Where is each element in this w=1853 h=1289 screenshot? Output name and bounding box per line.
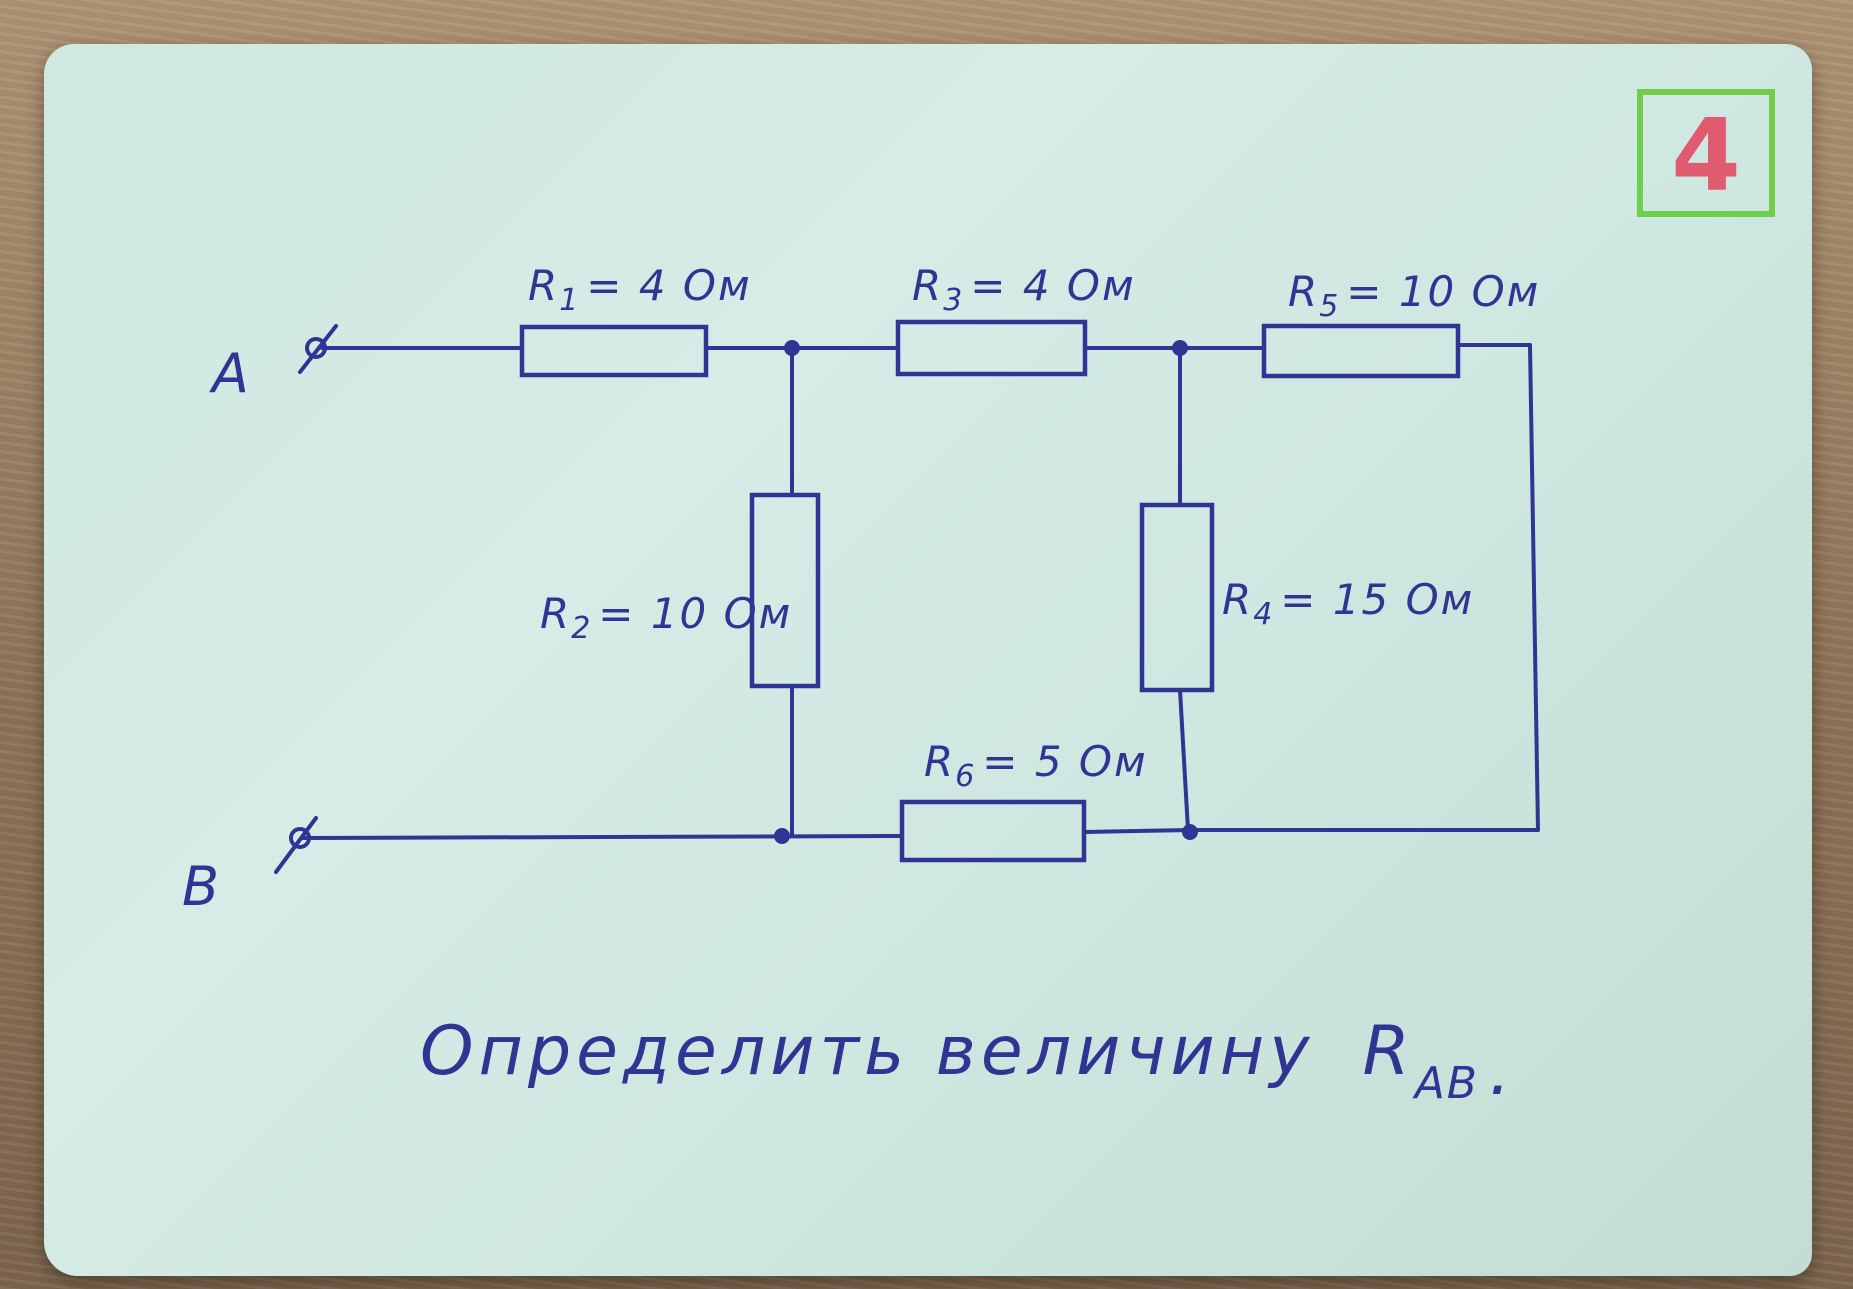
badge-frame xyxy=(1637,89,1775,217)
wire-r4-node4 xyxy=(1178,688,1190,832)
resistor-r6 xyxy=(899,799,1087,863)
terminal-a-label: A xyxy=(209,342,249,405)
resistor-r5 xyxy=(1261,323,1461,379)
junction-node xyxy=(774,828,790,844)
terminal-b-circle xyxy=(289,827,311,849)
terminal-a-circle xyxy=(305,337,327,359)
junctions xyxy=(774,340,1198,844)
wire-b-r6 xyxy=(300,834,904,840)
resistor-r4-label: R4= 15 Ом xyxy=(1222,575,1474,632)
junction-node xyxy=(1182,824,1198,840)
resistor-r1 xyxy=(519,324,709,378)
terminal-b-slash xyxy=(274,816,318,874)
resistor-r2 xyxy=(749,492,821,689)
terminal-a: A xyxy=(209,324,338,405)
resistor-r4 xyxy=(1139,502,1215,693)
resistor-r1-label: R1= 4 Ом xyxy=(528,261,752,318)
resistor-r3 xyxy=(895,319,1088,377)
terminal-b-label: B xyxy=(182,855,219,918)
terminal-a-slash xyxy=(298,324,338,374)
junction-node xyxy=(784,340,800,356)
junction-node xyxy=(1172,340,1188,356)
paper-card xyxy=(44,44,1812,1276)
badge-number: 4 xyxy=(1671,97,1741,214)
resistor-r6-label: R6= 5 Ом xyxy=(924,737,1148,794)
terminal-b: B xyxy=(182,816,318,918)
resistor-r5-label: R5= 10 Ом xyxy=(1288,267,1540,324)
wire-r6-node4 xyxy=(1082,828,1194,834)
resistor-r2-label: R2= 10 Ом xyxy=(540,589,792,646)
wires xyxy=(300,343,1540,840)
wire-r5-return xyxy=(1190,343,1540,832)
resistor-r3-label: R3= 4 Ом xyxy=(912,261,1136,318)
variant-badge: 4 xyxy=(1637,89,1775,217)
